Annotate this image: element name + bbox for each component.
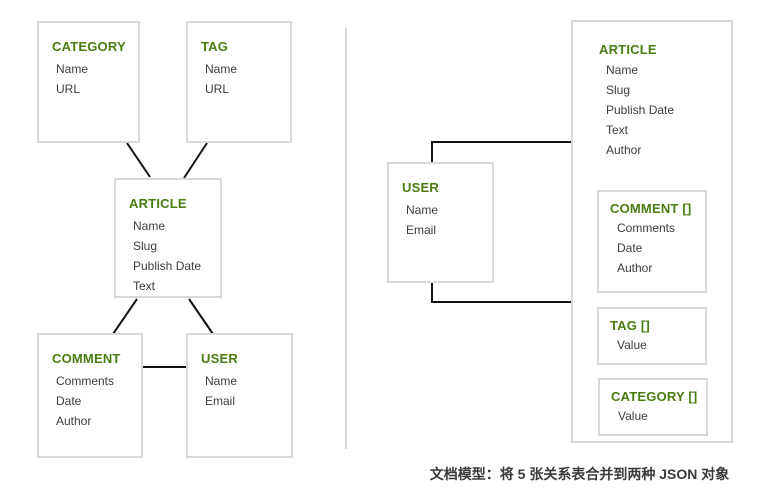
figure-caption: 文档模型：将 5 张关系表合并到两种 JSON 对象 — [429, 466, 730, 482]
doc-entity-user: USER Name Email — [387, 162, 494, 283]
entity-title: TAG — [201, 39, 229, 54]
entity-field: Value — [618, 409, 648, 423]
entity-title: ARTICLE — [129, 196, 187, 211]
entity-title: CATEGORY [] — [611, 389, 698, 404]
entity-title: USER — [201, 351, 238, 366]
edge-user-article-author — [431, 141, 571, 162]
entity-field: Name — [205, 62, 238, 76]
entity-fields: Value — [599, 335, 705, 355]
entity-fields: Name Slug Publish Date Text Author — [573, 60, 731, 160]
entity-field: Author — [56, 414, 92, 428]
entity-field: URL — [205, 82, 230, 96]
entity-field: Name — [133, 219, 166, 233]
entity-fields: Name Email — [188, 371, 291, 411]
entity-field: Name — [205, 374, 238, 388]
entity-field: Date — [617, 241, 643, 255]
entity-field: Name — [606, 63, 639, 77]
entity-field: Slug — [606, 83, 631, 97]
doc-nested-tag-array: TAG [] Value — [597, 307, 707, 365]
entity-comment: COMMENT Comments Date Author — [37, 333, 143, 458]
entity-article: ARTICLE Name Slug Publish Date Text — [114, 178, 222, 298]
entity-user: USER Name Email — [186, 333, 293, 458]
entity-field: URL — [56, 82, 81, 96]
entity-fields: Name Email — [389, 200, 492, 240]
entity-field: Author — [606, 143, 642, 157]
entity-tag: TAG Name URL — [186, 21, 292, 143]
entity-field: Email — [406, 223, 437, 237]
entity-title: USER — [402, 180, 439, 195]
entity-title: CATEGORY — [52, 39, 126, 54]
edge-tag-article — [183, 142, 208, 179]
entity-fields: Name URL — [39, 59, 138, 99]
doc-entity-article: ARTICLE Name Slug Publish Date Text Auth… — [571, 20, 733, 443]
entity-fields: Name URL — [188, 59, 290, 99]
doc-nested-comment-array: COMMENT [] Comments Date Author — [597, 190, 707, 293]
entity-title: TAG [] — [610, 318, 650, 333]
entity-field: Publish Date — [606, 103, 675, 117]
entity-title: ARTICLE — [599, 42, 657, 57]
entity-fields: Comments Date Author — [39, 371, 141, 431]
entity-fields: Comments Date Author — [599, 218, 705, 278]
entity-field: Text — [133, 279, 156, 293]
entity-field: Date — [56, 394, 82, 408]
entity-field: Name — [56, 62, 89, 76]
entity-fields: Value — [600, 406, 706, 426]
entity-field: Publish Date — [133, 259, 202, 273]
entity-field: Value — [617, 338, 647, 352]
edge-article-comment — [112, 298, 138, 335]
entity-field: Slug — [133, 239, 158, 253]
entity-field: Author — [617, 261, 653, 275]
entity-field: Comments — [56, 374, 115, 388]
edge-article-user — [188, 298, 214, 335]
edge-user-article-comments — [431, 283, 572, 303]
entity-field: Comments — [617, 221, 676, 235]
entity-title: COMMENT [] — [610, 201, 692, 216]
entity-title: COMMENT — [52, 351, 121, 366]
entity-category: CATEGORY Name URL — [37, 21, 140, 143]
entity-fields: Name Slug Publish Date Text — [116, 216, 220, 296]
entity-field: Text — [606, 123, 629, 137]
edge-category-article — [126, 142, 151, 178]
entity-field: Email — [205, 394, 236, 408]
doc-nested-category-array: CATEGORY [] Value — [598, 378, 708, 436]
entity-field: Name — [406, 203, 439, 217]
